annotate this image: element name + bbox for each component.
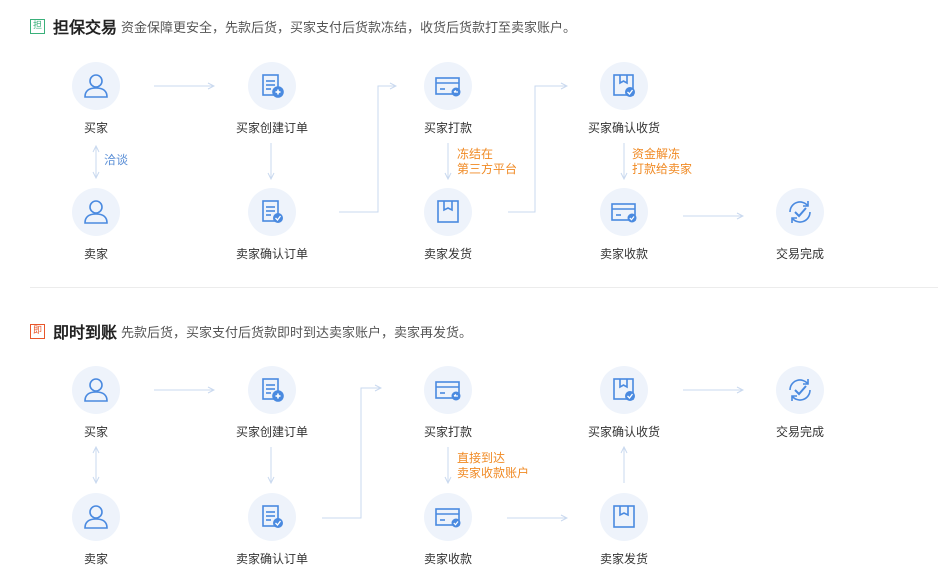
- arrow-ship-to-receive: [508, 86, 567, 213]
- note-release: 资金解冻 打款给卖家: [632, 147, 692, 177]
- node-trade-complete: 交易完成: [735, 188, 865, 262]
- node-label: 买家: [83, 425, 108, 439]
- node-label: 买家打款: [423, 121, 472, 135]
- box-check-icon: [600, 62, 648, 110]
- node-trade-complete: 交易完成: [735, 366, 865, 440]
- user-icon: [72, 188, 120, 236]
- arrow-confirm-to-pay: [339, 86, 396, 213]
- document-plus-icon: [248, 62, 296, 110]
- section-description: 先款后货，买家支付后货款即时到达卖家账户，卖家再发货。: [121, 325, 473, 341]
- note-freeze-line1: 冻结在: [457, 147, 494, 161]
- node-label: 买家确认收货: [587, 121, 660, 135]
- section-divider: [30, 287, 938, 288]
- instant-badge: 即: [30, 323, 45, 339]
- note-negotiate: 洽谈: [104, 153, 129, 167]
- section-title: 即时到账: [53, 323, 118, 342]
- card-icon: [424, 62, 472, 110]
- note-release-line2: 打款给卖家: [632, 162, 693, 176]
- note-direct-line1: 直接到达: [457, 451, 506, 465]
- node-buyer-create-order: 买家创建订单: [207, 366, 337, 440]
- arrow-confirm-to-pay-2: [322, 388, 381, 519]
- user-icon: [72, 62, 120, 110]
- node-buyer: 买家: [31, 62, 161, 136]
- node-label: 买家创建订单: [235, 425, 308, 439]
- note-release-line1: 资金解冻: [632, 147, 681, 161]
- node-label: 交易完成: [775, 425, 824, 439]
- node-seller-ship: 卖家发货: [383, 188, 513, 262]
- node-buyer-create-order: 买家创建订单: [207, 62, 337, 136]
- node-label: 卖家: [83, 247, 108, 261]
- node-label: 卖家: [83, 552, 108, 566]
- node-buyer-confirm-receipt: 买家确认收货: [559, 62, 689, 136]
- node-seller: 卖家: [31, 493, 161, 567]
- node-seller-confirm-order: 卖家确认订单: [207, 188, 337, 262]
- node-label: 卖家确认订单: [235, 552, 308, 566]
- node-buyer-pay: 买家打款: [383, 62, 513, 136]
- node-buyer-pay: 买家打款: [383, 366, 513, 440]
- note-direct: 直接到达 卖家收款账户: [457, 451, 529, 481]
- node-seller-confirm-order: 卖家确认订单: [207, 493, 337, 567]
- box-check-icon: [600, 366, 648, 414]
- user-icon: [72, 366, 120, 414]
- document-check-icon: [248, 493, 296, 541]
- section-title: 担保交易: [53, 18, 118, 37]
- node-seller-ship: 卖家发货: [559, 493, 689, 567]
- section-header-escrow: 担 担保交易 资金保障更安全，先款后货，买家支付后货款冻结，收货后货款打至卖家账…: [30, 15, 576, 37]
- node-label: 买家确认收货: [587, 425, 660, 439]
- node-label: 卖家收款: [599, 247, 648, 261]
- card-check-icon: [424, 493, 472, 541]
- refresh-check-icon: [776, 188, 824, 236]
- note-freeze: 冻结在 第三方平台: [457, 147, 517, 177]
- node-seller-collect: 卖家收款: [383, 493, 513, 567]
- node-label: 卖家发货: [599, 552, 648, 566]
- box-icon: [600, 493, 648, 541]
- node-buyer-confirm-receipt: 买家确认收货: [559, 366, 689, 440]
- node-label: 卖家确认订单: [235, 247, 308, 261]
- box-icon: [424, 188, 472, 236]
- document-plus-icon: [248, 366, 296, 414]
- node-buyer: 买家: [31, 366, 161, 440]
- node-label: 买家创建订单: [235, 121, 308, 135]
- node-label: 买家: [83, 121, 108, 135]
- node-label: 卖家发货: [423, 247, 472, 261]
- refresh-check-icon: [776, 366, 824, 414]
- document-check-icon: [248, 188, 296, 236]
- escrow-badge: 担: [30, 18, 45, 34]
- node-label: 卖家收款: [423, 552, 472, 566]
- note-freeze-line2: 第三方平台: [457, 162, 518, 176]
- section-header-instant: 即 即时到账 先款后货，买家支付后货款即时到达卖家账户，卖家再发货。: [30, 320, 472, 342]
- user-icon: [72, 493, 120, 541]
- node-label: 买家打款: [423, 425, 472, 439]
- card-icon: [424, 366, 472, 414]
- card-check-icon: [600, 188, 648, 236]
- node-seller-collect: 卖家收款: [559, 188, 689, 262]
- node-label: 交易完成: [775, 247, 824, 261]
- note-direct-line2: 卖家收款账户: [457, 466, 530, 480]
- section-description: 资金保障更安全，先款后货，买家支付后货款冻结，收货后货款打至卖家账户。: [121, 20, 577, 36]
- node-seller: 卖家: [31, 188, 161, 262]
